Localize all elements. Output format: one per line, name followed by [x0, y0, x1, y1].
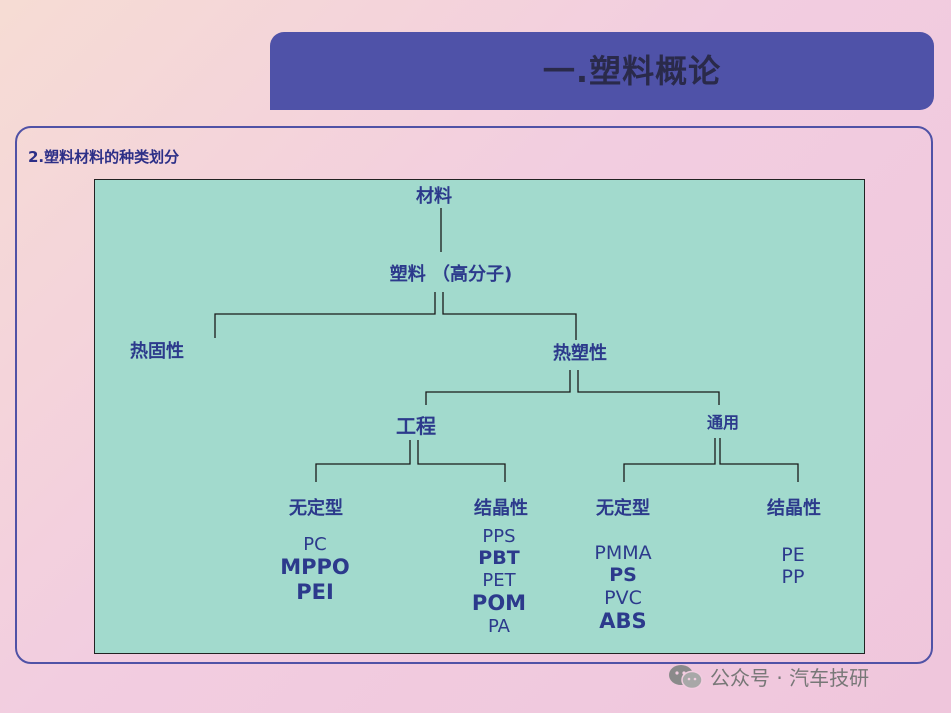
material-item: POM [471, 590, 527, 615]
node-thermoplastic: 热塑性 [553, 343, 607, 364]
watermark-text: 公众号 · 汽车技研 [710, 666, 870, 690]
title-banner: 一.塑料概论 [270, 32, 934, 110]
watermark: 公众号 · 汽车技研 [668, 662, 869, 691]
material-item: PET [482, 569, 516, 591]
material-item: PA [487, 615, 511, 637]
material-item: PEI [296, 580, 334, 604]
node-eng-amorphous: 无定型 [289, 498, 343, 519]
material-item: MPPO [280, 555, 350, 580]
connector-engineering [425, 370, 571, 405]
material-item: PPS [482, 526, 516, 547]
connector-thermoset [214, 292, 436, 338]
connector-eng-amorphous [315, 440, 411, 482]
material-item: PVC [604, 586, 642, 609]
list-gen-amorphous: PMMA PS PVC ABS [594, 542, 651, 634]
node-eng-crystalline: 结晶性 [474, 498, 528, 519]
connector-eng-crystalline [417, 440, 506, 482]
list-eng-crystalline: PPS PBT PET POM PA [472, 526, 526, 637]
connector-general [577, 370, 720, 405]
list-eng-amorphous: PC MPPO PEI [280, 534, 350, 605]
material-item: PMMA [594, 542, 652, 564]
tree-connectors [214, 208, 799, 482]
wechat-icon [669, 664, 703, 689]
material-item: PBT [478, 547, 520, 570]
material-item: PE [781, 544, 805, 566]
connector-gen-crystalline [719, 438, 799, 482]
node-gen-amorphous: 无定型 [596, 498, 650, 519]
section-heading: 2.塑料材料的种类划分 [28, 148, 180, 166]
material-item: PP [781, 566, 805, 589]
node-plastic: 塑料 （高分子) [389, 264, 513, 285]
connector-thermoplastic [442, 292, 577, 340]
material-item: PC [303, 534, 327, 555]
node-engineering: 工程 [396, 414, 436, 438]
node-material: 材料 [416, 186, 452, 207]
classification-diagram: 材料 塑料 （高分子) 热固性 热塑性 工程 通用 无定型 结晶性 无定型 结晶… [94, 179, 865, 654]
node-gen-crystalline: 结晶性 [767, 498, 821, 519]
node-general: 通用 [706, 413, 740, 432]
page-title: 一.塑料概论 [542, 52, 722, 90]
node-thermoset: 热固性 [130, 341, 184, 362]
list-gen-crystalline: PE PP [781, 544, 804, 589]
material-item: ABS [599, 609, 647, 634]
material-item: PS [609, 564, 637, 587]
connector-gen-amorphous [623, 438, 716, 482]
content-frame [15, 126, 933, 664]
